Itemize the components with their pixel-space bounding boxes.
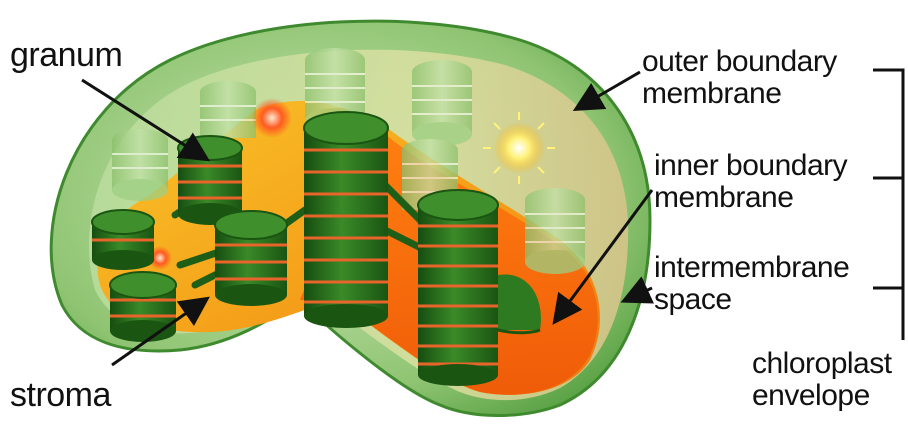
granum-stack xyxy=(178,136,242,225)
granum-stack xyxy=(92,210,154,270)
label-outer-boundary-membrane: outer boundary membrane xyxy=(642,46,837,109)
envelope-bracket xyxy=(873,70,903,340)
granum-stack xyxy=(304,112,388,328)
label-inner-boundary-membrane: inner boundary membrane xyxy=(654,150,847,213)
label-stroma: stroma xyxy=(10,378,111,414)
label-intermembrane-space: intermembrane space xyxy=(654,252,849,315)
label-chloroplast-envelope: chloroplast envelope xyxy=(752,348,892,411)
label-granum: granum xyxy=(10,38,122,74)
granum-stack xyxy=(418,190,498,386)
granum-stack xyxy=(215,211,287,306)
granum-stack xyxy=(110,272,176,342)
